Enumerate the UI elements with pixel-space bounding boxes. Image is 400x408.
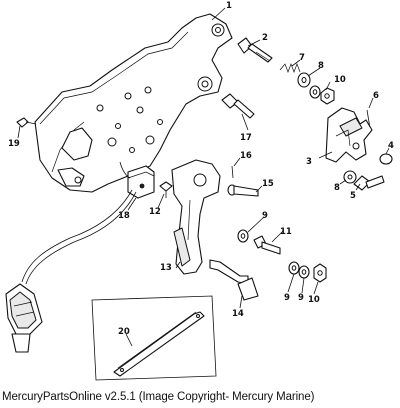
part-13-link-arm[interactable] [171, 159, 221, 275]
part-9-washer-lower-a[interactable] [288, 261, 300, 275]
callout-12: 12 [149, 207, 161, 217]
callout-20: 20 [118, 327, 130, 337]
callout-17: 17 [240, 133, 252, 143]
part-8-washer-lower[interactable] [343, 170, 357, 184]
part-16-pin[interactable] [231, 165, 234, 179]
part-9-washer-upper[interactable] [309, 85, 321, 99]
callout-9-mid: 9 [262, 211, 268, 221]
wire-harness[interactable] [21, 161, 137, 285]
callout-11: 11 [280, 227, 292, 237]
part-11-stud[interactable] [253, 235, 281, 255]
callout-13: 13 [160, 263, 172, 273]
part-19-screw[interactable] [16, 117, 37, 128]
callout-2: 2 [262, 33, 268, 43]
connector-plug[interactable] [5, 283, 43, 353]
part-10-nut-lower[interactable] [313, 263, 327, 283]
part-17-bolt[interactable] [221, 93, 255, 119]
callout-3: 3 [306, 157, 312, 167]
callout-9-lower-b: 9 [298, 293, 304, 303]
part-2-long-bolt[interactable] [237, 37, 273, 63]
inset-box [91, 295, 217, 381]
copyright-caption: MercuryPartsOnline v2.5.1 (Image Copyrig… [2, 391, 315, 403]
callout-9-lower-a: 9 [284, 293, 290, 303]
callout-10-upper: 10 [334, 75, 346, 85]
callout-4: 4 [388, 141, 394, 151]
part-5-bolt[interactable] [353, 175, 385, 191]
part-9-washer-mid[interactable] [237, 229, 249, 243]
part-8-washer-upper[interactable] [297, 72, 311, 88]
callout-6: 6 [373, 91, 379, 101]
callout-7: 7 [299, 53, 305, 63]
part-12-screw[interactable] [159, 181, 173, 198]
leader-lines [17, 7, 390, 347]
callout-15: 15 [262, 179, 274, 189]
part-4-cap[interactable] [379, 153, 393, 165]
part-20-rod[interactable] [113, 311, 205, 377]
part-10-nut-upper[interactable] [320, 87, 335, 105]
callout-8-upper: 8 [318, 61, 324, 71]
part-9-washer-lower-b[interactable] [298, 265, 310, 279]
callout-5: 5 [350, 191, 356, 201]
callout-labels: 1 2 3 4 5 6 7 8 8 9 9 9 10 10 11 12 13 1… [8, 1, 394, 337]
callout-16: 16 [240, 151, 252, 161]
part-3-lever-bracket[interactable] [325, 107, 373, 163]
callout-8-lower: 8 [334, 183, 340, 193]
callout-18: 18 [118, 211, 130, 221]
callout-1: 1 [226, 1, 232, 11]
part-7-spring[interactable] [279, 63, 301, 73]
part-15-clevis-pin[interactable] [227, 184, 259, 197]
part-18-sensor-switch[interactable] [127, 165, 155, 199]
callout-19: 19 [8, 139, 20, 149]
callout-10-lower: 10 [308, 295, 320, 305]
callout-14: 14 [232, 309, 244, 319]
part-14-shoulder-bolt[interactable] [209, 259, 259, 301]
part-1-bracket-plate[interactable] [34, 13, 233, 193]
